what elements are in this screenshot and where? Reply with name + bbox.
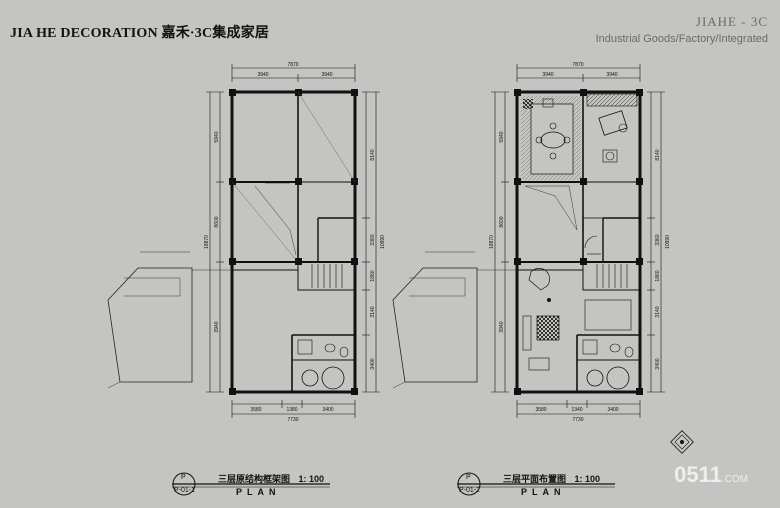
dim-top-2b: 3940 [606,72,617,78]
header-title: JIA HE DECORATION 嘉禾·3C集成家居 [10,26,270,41]
dim-right-2c: 1860 [655,270,661,281]
dim-right-total-2: 10990 [665,235,671,249]
dim-right-2a: 8140 [655,149,661,160]
plan-badge-top: P [466,474,471,481]
plan-title-text: 三层原结构框架图 [218,474,291,484]
plan-title-layout: 三层平面布置图 1: 100 [503,472,600,485]
dim-left-1c: 3940 [214,321,220,332]
dim-bottom-1c: 3400 [322,407,333,413]
dim-right-1d: 3140 [370,306,376,317]
dim-right-2e: 3400 [655,358,661,369]
dim-right-2b: 3360 [655,234,661,245]
dim-top-total-2: 7870 [572,62,583,68]
watermark-text: 0511 [674,462,722,487]
dim-top-1a: 3940 [257,72,268,78]
dim-bottom-total-1: 7730 [287,417,298,423]
dim-left-1a: 5940 [214,131,220,142]
dim-left-2c: 3940 [499,321,505,332]
dim-left-total-2: 18870 [489,235,495,249]
brand-title: JIAHE - 3C [695,14,768,29]
dim-left-total-1: 18870 [204,235,210,249]
dim-right-2d: 3140 [655,306,661,317]
dim-right-1a: 8140 [370,149,376,160]
plan-subtitle-layout: PLAN [521,487,566,497]
dim-left-2b: 8600 [499,216,505,227]
dim-bottom-1b: 1380 [286,407,297,413]
dim-bottom-total-2: 7730 [572,417,583,423]
layout-plan [391,62,667,497]
dim-top-1b: 3940 [321,72,332,78]
plan-title-structure: 三层原结构框架图 1: 100 [218,472,324,485]
watermark-suffix: .COM [721,474,748,485]
dim-top-total-1: 7870 [287,62,298,68]
dim-left-2a: 5940 [499,131,505,142]
header-brand: JIAHE - 3C Industrial Goods/Factory/Inte… [596,14,768,45]
dim-bottom-2c: 3400 [607,407,618,413]
plan-badge-top: P [181,474,186,481]
dim-right-1e: 3400 [370,358,376,369]
plan-title-text: 三层平面布置图 [503,474,567,484]
dim-bottom-2b: 1340 [571,407,582,413]
dim-right-1c: 1860 [370,270,376,281]
structure-plan [106,62,382,497]
dim-bottom-1a: 3580 [250,407,261,413]
dim-top-2a: 3940 [542,72,553,78]
north-arrow-icon [670,430,694,454]
plan-scale: 1: 100 [298,474,325,484]
dim-right-total-1: 10990 [380,235,386,249]
dim-left-1b: 8600 [214,216,220,227]
dim-bottom-2a: 3580 [535,407,546,413]
plan-scale: 1: 100 [574,474,601,484]
watermark: 0511.COM [674,462,748,488]
plan-badge-bottom: P-01-1 [174,487,196,494]
plan-badge-bottom: P-01-2 [459,487,481,494]
plan-subtitle-structure: PLAN [236,487,281,497]
dim-right-1b: 3360 [370,234,376,245]
brand-subtitle: Industrial Goods/Factory/Integrated [595,33,768,45]
